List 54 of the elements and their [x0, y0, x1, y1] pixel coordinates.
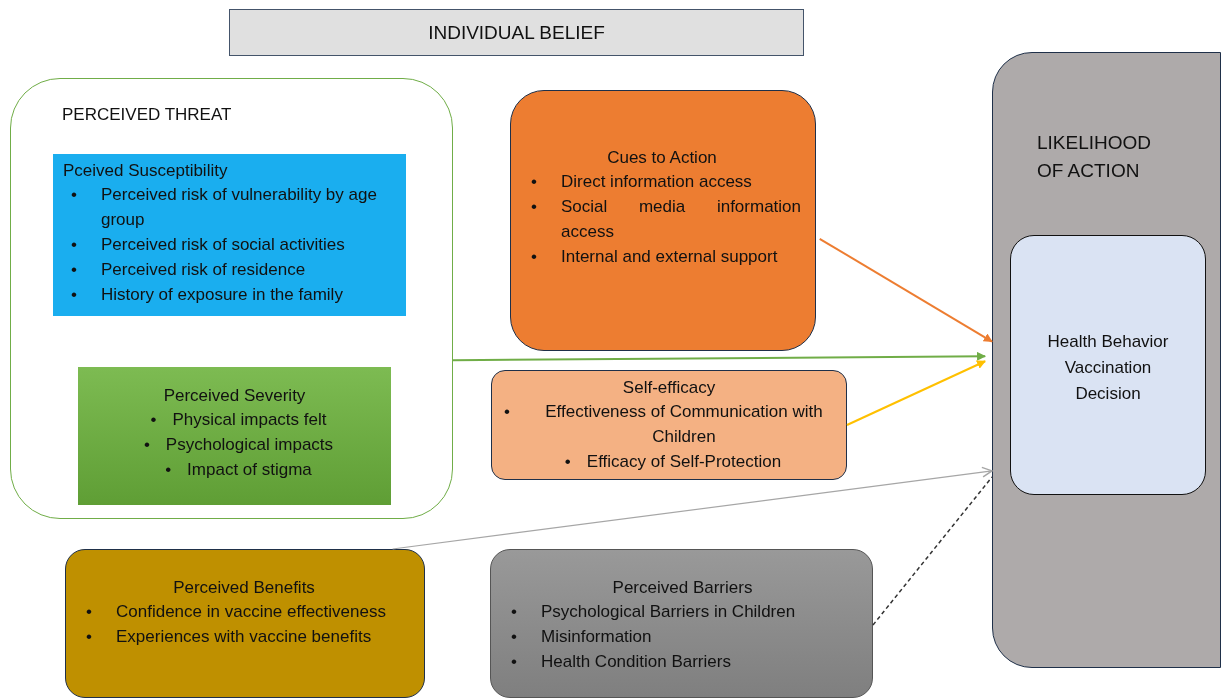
bullet-text: Psychological impacts [165, 434, 334, 456]
bullet-text: Direct information access [561, 171, 752, 193]
bullet-text: Confidence in vaccine effectiveness [116, 601, 386, 623]
bullet-text: Perceived risk of vulnerability by age group [101, 184, 378, 231]
bullet-text: Impact of stigma [187, 459, 312, 481]
factor-box [490, 549, 873, 698]
bullet-marker: • [142, 434, 151, 456]
bullet-text: Internal and external support [561, 246, 778, 268]
label: INDIVIDUAL BELIEF [428, 21, 605, 44]
heading: Perceived Barriers [611, 577, 754, 599]
label: Health Behavior Vaccination Decision [1046, 331, 1170, 405]
factor-box [65, 549, 425, 698]
label: LIKELIHOOD OF ACTION [1037, 131, 1153, 183]
group-box [10, 78, 453, 519]
bullet-marker: • [530, 171, 538, 193]
heading: Self-efficacy [621, 377, 717, 399]
title-box [229, 9, 804, 56]
bullet-marker: • [164, 459, 173, 481]
bullet-text: Social media information access [561, 196, 801, 243]
factor-box [510, 90, 816, 351]
bullet-marker: • [510, 601, 518, 623]
bullet-marker: • [70, 259, 78, 281]
outcome-box [1010, 235, 1206, 495]
bullet-marker: • [530, 246, 538, 268]
bullet-marker: • [510, 626, 518, 648]
bullet-text: History of exposure in the family [101, 284, 343, 306]
bullet-text: Perceived risk of residence [101, 259, 306, 281]
label: PERCEIVED THREAT [62, 104, 232, 126]
bullet-marker: • [149, 409, 158, 431]
heading: Perceived Benefits [172, 577, 316, 599]
bullet-marker: • [510, 651, 518, 673]
factor-box [491, 370, 847, 480]
heading: Cues to Action [606, 147, 718, 169]
bullet-marker: • [70, 184, 78, 206]
bullet-marker: • [85, 601, 93, 623]
bullet-text: Efficacy of Self-Protection [586, 451, 782, 473]
heading: Perceived Severity [162, 385, 307, 407]
bullet-text: Psychological Barriers in Children [541, 601, 796, 623]
bullet-marker: • [503, 401, 511, 423]
bullet-text: Physical impacts felt [172, 409, 327, 431]
outcome-box [992, 52, 1221, 668]
bullet-text: Perceived risk of social activities [101, 234, 345, 256]
bullet-text: Effectiveness of Communication with Children [544, 401, 824, 448]
bullet-marker: • [70, 234, 78, 256]
heading: Pceived Susceptibility [63, 160, 229, 182]
factor-box [78, 367, 391, 505]
bullet-text: Health Condition Barriers [541, 651, 731, 673]
bullet-text: Experiences with vaccine benefits [116, 626, 372, 648]
bullet-marker: • [530, 196, 538, 218]
factor-box [53, 154, 406, 316]
bullet-marker: • [70, 284, 78, 306]
bullet-marker: • [85, 626, 93, 648]
bullet-text: Misinformation [541, 626, 652, 648]
bullet-marker: • [563, 451, 572, 473]
